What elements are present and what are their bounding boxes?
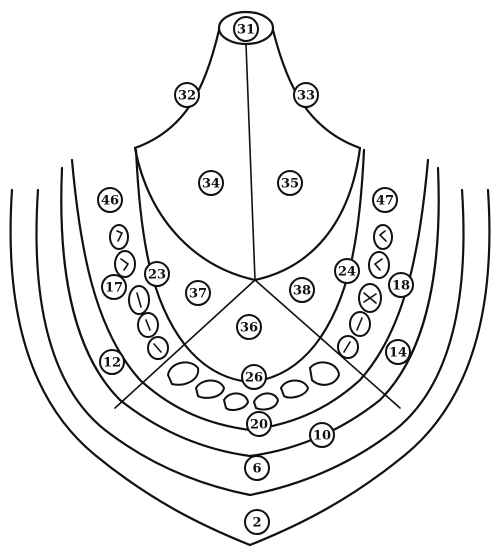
label-number: 20 [250, 418, 268, 433]
label-number: 47 [376, 194, 394, 209]
label-number: 37 [189, 287, 207, 302]
tooth [359, 284, 381, 312]
label-number: 38 [293, 284, 311, 299]
label-number: 12 [103, 356, 121, 371]
region-label-26: 26 [242, 365, 266, 389]
label-number: 23 [148, 268, 166, 283]
tooth [138, 313, 158, 337]
tooth [350, 312, 370, 336]
region-label-33: 33 [294, 83, 318, 107]
tooth [224, 393, 248, 410]
tooth [369, 252, 389, 278]
tooth [254, 393, 278, 409]
region-label-38: 38 [290, 278, 314, 302]
region-label-12: 12 [100, 350, 124, 374]
region-label-46: 46 [98, 188, 122, 212]
region-label-47: 47 [373, 188, 397, 212]
label-number: 34 [202, 177, 220, 192]
tooth [281, 381, 308, 398]
region-label-2: 2 [245, 510, 269, 534]
label-number: 10 [313, 429, 331, 444]
tongue-midline [246, 44, 255, 280]
tooth [148, 337, 168, 359]
region-label-36: 36 [237, 315, 261, 339]
tooth [168, 362, 198, 384]
tooth [115, 251, 135, 277]
label-number: 2 [252, 516, 261, 531]
region-label-14: 14 [386, 340, 410, 364]
region-label-10: 10 [310, 423, 334, 447]
label-number: 32 [178, 89, 196, 104]
tongue-body [135, 148, 360, 280]
region-label-20: 20 [247, 412, 271, 436]
label-number: 18 [392, 279, 410, 294]
right-teeth [338, 225, 392, 358]
label-number: 36 [240, 321, 258, 336]
region-label-18: 18 [389, 273, 413, 297]
label-number: 46 [101, 194, 119, 209]
region-label-32: 32 [175, 83, 199, 107]
region-label-31: 31 [234, 17, 258, 41]
tooth [129, 286, 149, 314]
region-label-23: 23 [145, 262, 169, 286]
label-number: 35 [281, 177, 299, 192]
label-number: 6 [252, 462, 261, 477]
label-number: 33 [297, 89, 315, 104]
label-number: 31 [237, 23, 255, 38]
tooth [310, 362, 339, 384]
region-label-34: 34 [199, 171, 223, 195]
label-number: 17 [105, 281, 123, 296]
region-label-37: 37 [186, 281, 210, 305]
region-label-17: 17 [102, 275, 126, 299]
label-number: 24 [338, 265, 356, 280]
contour-inner-2 [136, 150, 364, 382]
region-label-24: 24 [335, 259, 359, 283]
tooth [196, 381, 224, 398]
region-label-35: 35 [278, 171, 302, 195]
tooth [110, 225, 128, 249]
tooth [338, 336, 358, 358]
label-number: 26 [245, 371, 263, 386]
region-label-6: 6 [245, 456, 269, 480]
tooth [374, 225, 392, 249]
label-number: 14 [389, 346, 407, 361]
